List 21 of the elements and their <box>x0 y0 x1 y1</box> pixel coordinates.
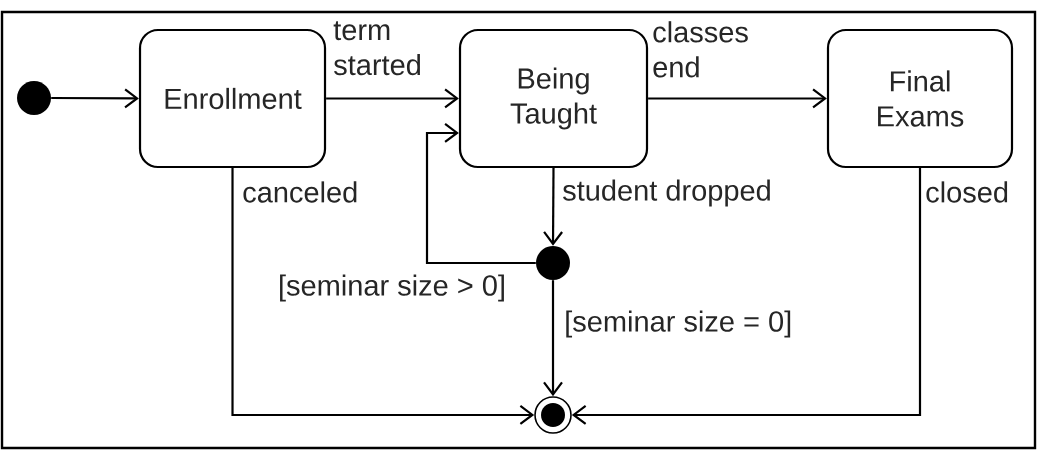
arrow <box>648 88 827 109</box>
edge-label: [seminar size = 0] <box>566 310 791 338</box>
arrow <box>571 168 922 425</box>
arrow <box>231 168 535 425</box>
start-dot <box>17 81 51 115</box>
arrow <box>543 168 563 246</box>
state-box: Enrollment <box>138 28 327 169</box>
edge-label: term started <box>333 21 420 76</box>
edge-label: closed <box>926 181 1008 203</box>
edge-label: canceled <box>243 181 357 203</box>
arrow <box>326 88 459 109</box>
arrow <box>425 123 536 265</box>
state-box: Being Taught <box>458 28 649 169</box>
edge-label: [seminar size > 0] <box>280 274 504 302</box>
end-bullseye <box>534 396 572 434</box>
edge-label: student dropped <box>563 179 770 207</box>
edge-label: classes end <box>653 21 748 78</box>
junction-dot <box>536 246 570 280</box>
arrow <box>543 280 563 397</box>
arrow <box>51 88 139 109</box>
state-box: Final Exams <box>826 28 1014 169</box>
